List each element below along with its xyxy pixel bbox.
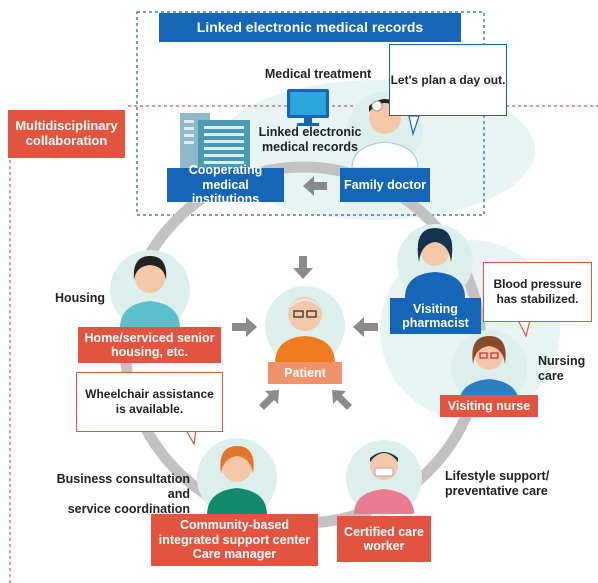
patient-label: Patient <box>268 362 342 384</box>
arrows <box>232 176 378 410</box>
multidisciplinary-label: Multidisciplinary collaboration <box>8 110 125 158</box>
wheelchair-speech-bubble: Wheelchair assistance is available. <box>76 372 223 432</box>
linked-records-label: Linked electronic medical records <box>258 125 362 154</box>
hospital-building-icon <box>180 113 250 175</box>
community-support-box: Community-based integrated support cente… <box>151 514 318 566</box>
care-manager-avatar <box>197 438 277 518</box>
patient-avatar <box>265 286 345 366</box>
business-consultation-label: Business consultation and service coordi… <box>56 472 190 516</box>
housing-box: Home/serviced senior housing, etc. <box>78 327 221 363</box>
medical-treatment-label: Medical treatment <box>264 67 372 81</box>
visiting-nurse-box: Visiting nurse <box>440 395 538 417</box>
pharmacist-box: Visiting pharmacist <box>390 298 481 334</box>
pharmacist-avatar <box>397 224 473 300</box>
housing-label: Housing <box>55 291 105 305</box>
emr-header: Linked electronic medical records <box>159 13 461 42</box>
care-worker-avatar <box>346 440 422 516</box>
housing-avatar <box>110 250 190 330</box>
doctor-speech-bubble: Let's plan a day out. <box>389 44 507 116</box>
family-doctor-box: Family doctor <box>340 168 430 202</box>
nursing-care-label: Nursing care <box>538 354 586 383</box>
nurse-speech-bubble: Blood pressure has stabilized. <box>483 262 592 322</box>
monitor-icon <box>287 89 329 126</box>
lifestyle-support-label: Lifestyle support/ preventative care <box>445 469 550 498</box>
care-worker-box: Certified care worker <box>337 516 431 562</box>
cooperating-institutions-box: Cooperating medical institutions <box>167 163 284 206</box>
